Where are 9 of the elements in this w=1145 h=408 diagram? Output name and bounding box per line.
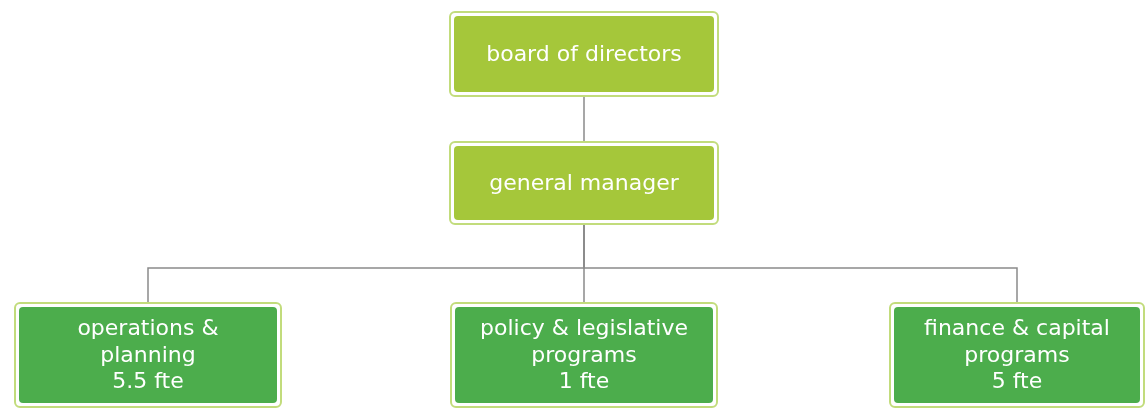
- position-title: policy & legislative programs: [479, 315, 689, 369]
- position-title: finance & capital programs: [923, 315, 1111, 369]
- position-title: operations & planning: [76, 315, 220, 369]
- connector-line: [583, 96, 585, 142]
- position-title: general manager: [489, 169, 679, 197]
- staff-count: 1 fte: [558, 368, 610, 395]
- position-title: board of directors: [486, 40, 682, 68]
- staff-count: 5.5 fte: [112, 368, 184, 395]
- staff-count: 5 fte: [991, 368, 1043, 395]
